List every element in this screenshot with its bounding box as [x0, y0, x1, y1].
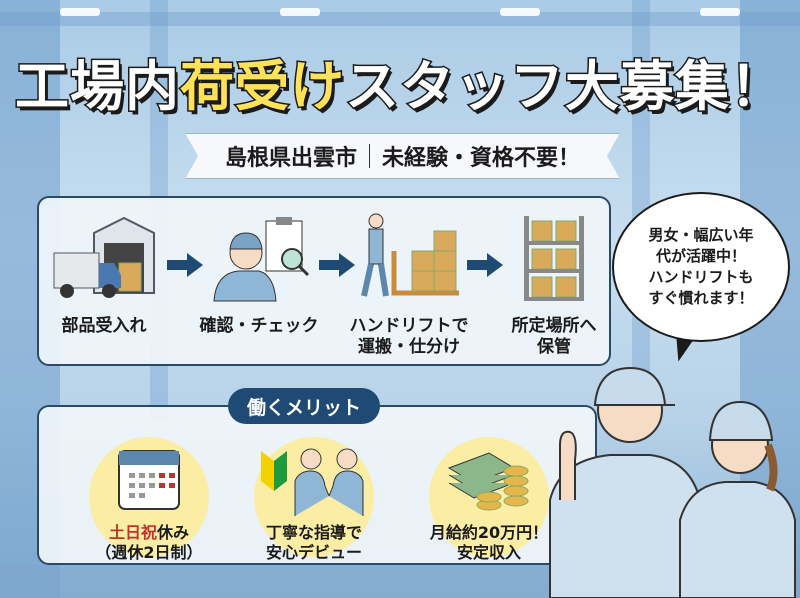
calendar-icon	[84, 437, 214, 519]
merit-salary: 月給約20万円！安定収入	[424, 437, 554, 563]
merit-training: 丁寧な指導で安心デビュー	[249, 437, 379, 563]
divider	[369, 144, 370, 168]
storage-shelf-icon	[494, 208, 614, 308]
work-process-panel: 部品受入れ 確認・チェック ハンドリフトで運搬・仕分け 所定場所へ保管	[37, 196, 611, 366]
money-icon	[424, 437, 554, 519]
merit-holidays: 土日祝休み（週休2日制）	[84, 437, 214, 563]
subtitle-ribbon: 島根県出雲市 未経験・資格不要！	[185, 133, 620, 179]
step-label: ハンドリフトで運搬・仕分け	[349, 316, 469, 357]
speech-bubble: 男女・幅広い年 代が活躍中！ ハンドリフトも すぐ慣れます！	[612, 192, 790, 342]
merit-label: 土日祝休み（週休2日制）	[95, 523, 203, 562]
bubble-line: 代が活躍中！	[655, 247, 746, 265]
arrow-right-icon	[167, 253, 203, 277]
merits-heading: 働くメリット	[228, 388, 380, 424]
hand-lift-icon	[349, 208, 469, 308]
step-label: 部品受入れ	[61, 316, 147, 336]
location-text: 島根県出雲市	[224, 146, 357, 171]
bubble-line: 男女・幅広い年	[648, 226, 754, 244]
process-step-receiving: 部品受入れ	[44, 208, 164, 337]
merit-label: 丁寧な指導で安心デビュー	[265, 523, 362, 562]
process-step-transport: ハンドリフトで運搬・仕分け	[349, 208, 469, 358]
requirements-text: 未経験・資格不要！	[382, 146, 581, 171]
process-step-storage: 所定場所へ保管	[494, 208, 614, 358]
headline: 工場内荷受けスタッフ大募集！	[14, 54, 786, 120]
merits-panel: 土日祝休み（週休2日制） 丁寧な指導で安心デビュー 月給約20万円！安定収入	[37, 405, 597, 565]
beginner-handshake-icon	[249, 437, 379, 519]
bubble-line: ハンドリフトも	[648, 268, 754, 286]
step-label: 確認・チェック	[199, 316, 319, 336]
process-step-check: 確認・チェック	[199, 208, 319, 337]
workers-illustration	[549, 366, 796, 598]
step-label: 所定場所へ保管	[511, 316, 597, 357]
truck-warehouse-icon	[44, 208, 164, 308]
arrow-right-icon	[319, 253, 355, 277]
bubble-line: すぐ慣れます！	[648, 289, 754, 307]
arrow-right-icon	[467, 253, 503, 277]
checklist-inspection-icon	[199, 208, 319, 308]
merit-label: 月給約20万円！安定収入	[429, 523, 549, 562]
